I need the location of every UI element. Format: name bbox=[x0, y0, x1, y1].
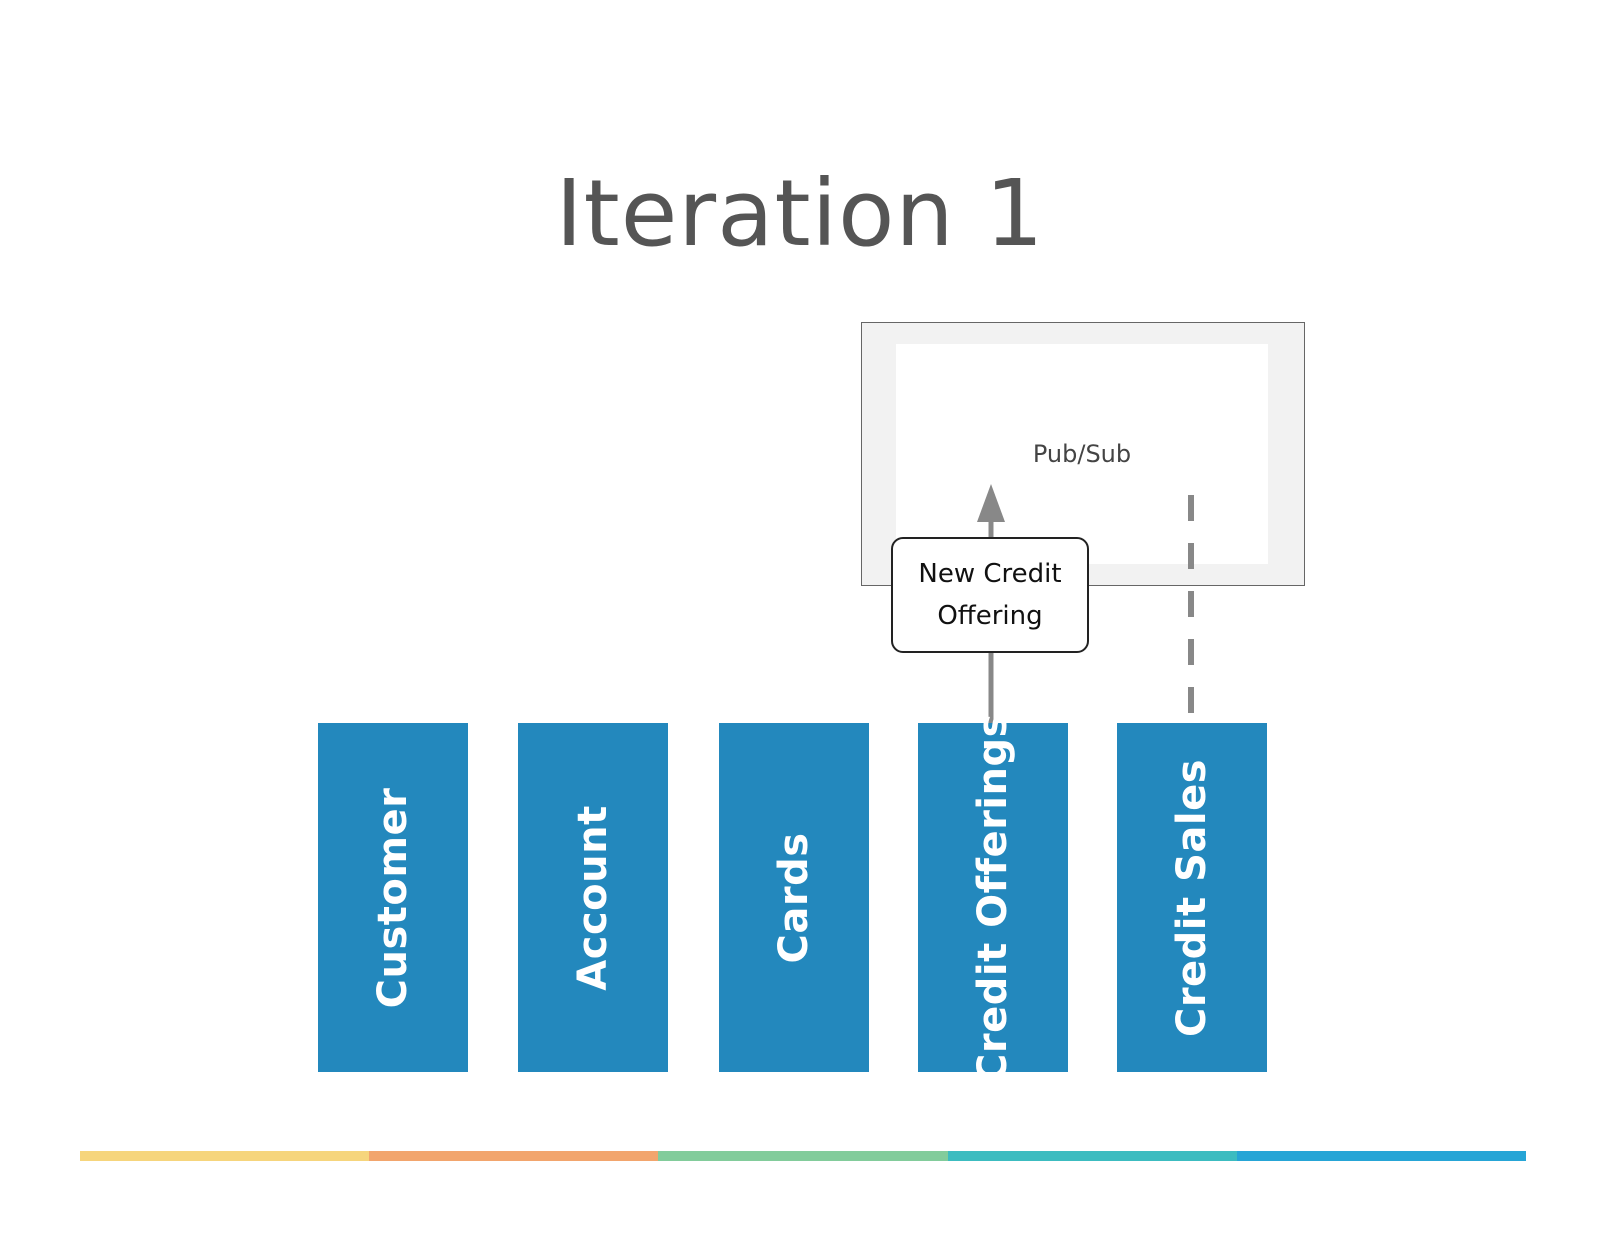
stripe-segment-orange bbox=[369, 1151, 659, 1161]
service-label-customer: Customer bbox=[370, 787, 416, 1008]
stripe-segment-yellow bbox=[80, 1151, 370, 1161]
stripe-segment-green bbox=[658, 1151, 948, 1161]
footer-color-stripe bbox=[80, 1151, 1527, 1161]
pubsub-inner-panel bbox=[896, 344, 1268, 564]
service-customer: Customer bbox=[318, 723, 468, 1072]
stripe-segment-blue bbox=[1236, 1151, 1527, 1161]
event-label-line-1: New Credit bbox=[918, 559, 1062, 589]
event-label-line-2: Offering bbox=[937, 601, 1043, 631]
service-label-credit-offerings: Credit Offerings bbox=[970, 712, 1016, 1083]
service-account: Account bbox=[518, 723, 668, 1072]
new-credit-offering-event: New Credit Offering bbox=[891, 537, 1089, 653]
service-label-account: Account bbox=[570, 804, 616, 991]
service-cards: Cards bbox=[719, 723, 869, 1072]
service-credit-offerings: Credit Offerings bbox=[918, 713, 1068, 1082]
service-label-credit-sales: Credit Sales bbox=[1169, 758, 1215, 1037]
service-label-cards: Cards bbox=[771, 831, 817, 964]
service-credit-sales: Credit Sales bbox=[1117, 723, 1267, 1072]
slide-title: Iteration 1 bbox=[555, 160, 1045, 267]
pubsub-label: Pub/Sub bbox=[1032, 440, 1132, 468]
stripe-segment-teal bbox=[947, 1151, 1237, 1161]
publish-arrow-head bbox=[977, 484, 1005, 522]
